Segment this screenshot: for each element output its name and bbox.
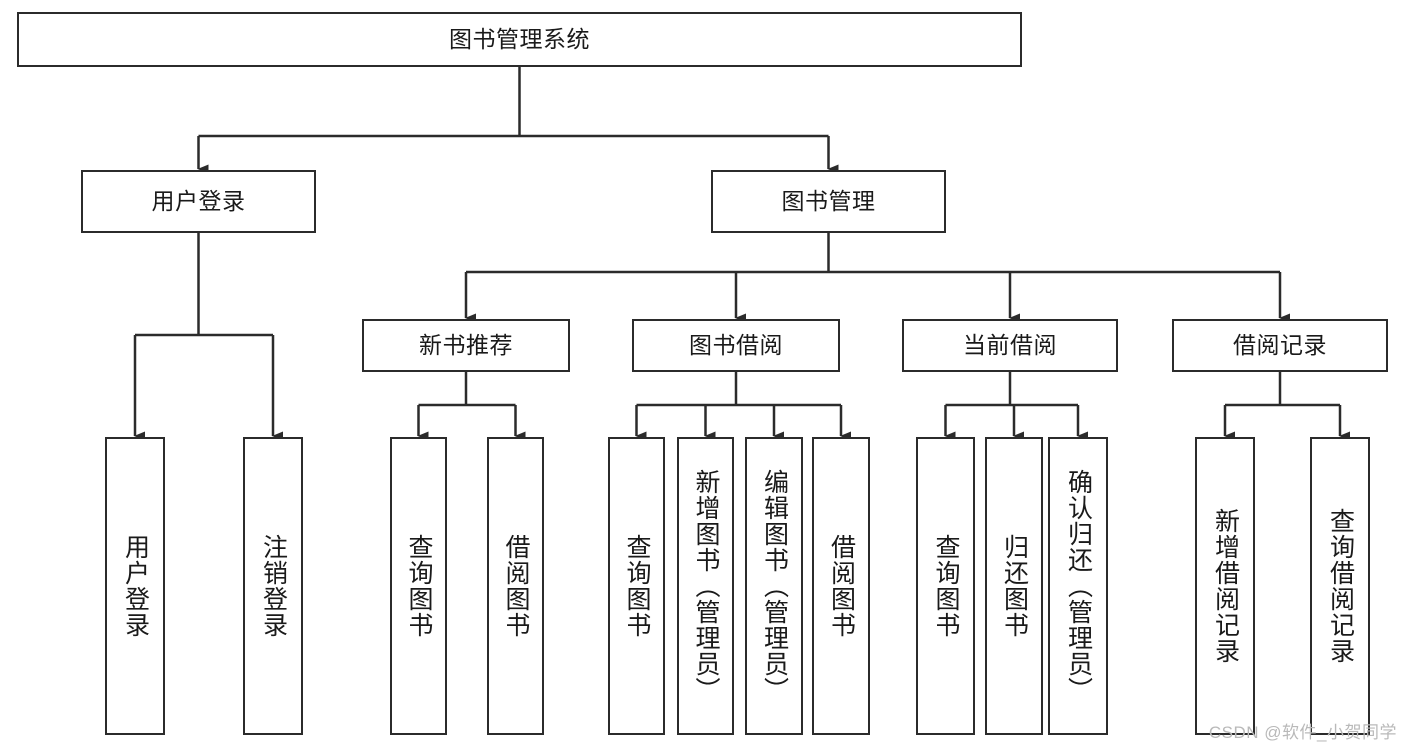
node-label: 新增借阅记录 [1211, 508, 1240, 664]
node-label: 编辑图书（管理员） [760, 469, 789, 703]
node-label: 注销登录 [259, 534, 288, 638]
node-label: 确认归还（管理员） [1064, 469, 1093, 703]
node-label: 借阅图书 [827, 534, 856, 638]
node-label: 用户登录 [121, 534, 150, 638]
node-leaf-rec-1[interactable]: 新增借阅记录 [1195, 437, 1255, 735]
node-newbook[interactable]: 新书推荐 [362, 319, 570, 372]
node-label: 当前借阅 [963, 331, 1057, 358]
node-leaf-borrow-1[interactable]: 查询图书 [608, 437, 665, 735]
node-leaf-borrow-4[interactable]: 借阅图书 [812, 437, 870, 735]
node-leaf-cur-3[interactable]: 确认归还（管理员） [1048, 437, 1108, 735]
node-label: 新书推荐 [419, 331, 513, 358]
node-leaf-cur-2[interactable]: 归还图书 [985, 437, 1043, 735]
node-label: 图书管理 [781, 187, 876, 214]
node-leaf-borrow-3[interactable]: 编辑图书（管理员） [745, 437, 803, 735]
node-label: 查询图书 [932, 534, 960, 638]
node-records[interactable]: 借阅记录 [1172, 319, 1388, 372]
node-label: 查询图书 [623, 534, 651, 638]
node-label: 图书管理系统 [449, 25, 590, 52]
node-current[interactable]: 当前借阅 [902, 319, 1118, 372]
node-bookmgmt[interactable]: 图书管理 [711, 170, 946, 233]
node-label: 查询借阅记录 [1326, 508, 1355, 664]
node-leaf-new-2[interactable]: 借阅图书 [487, 437, 544, 735]
connector-paths [133, 67, 1350, 441]
node-label: 归还图书 [1000, 534, 1029, 638]
node-label: 用户登录 [151, 187, 246, 214]
node-label: 查询图书 [405, 534, 433, 638]
node-leaf-new-1[interactable]: 查询图书 [390, 437, 447, 735]
node-leaf-borrow-2[interactable]: 新增图书（管理员） [677, 437, 734, 735]
node-label: 图书借阅 [689, 331, 783, 358]
node-leaf-login-2[interactable]: 注销登录 [243, 437, 303, 735]
node-root[interactable]: 图书管理系统 [17, 12, 1022, 67]
watermark-label: CSDN @软件_小贺同学 [1208, 723, 1397, 742]
node-label: 新增图书（管理员） [692, 469, 720, 703]
node-label: 借阅记录 [1233, 331, 1327, 358]
node-leaf-login-1[interactable]: 用户登录 [105, 437, 165, 735]
node-login[interactable]: 用户登录 [81, 170, 316, 233]
node-leaf-cur-1[interactable]: 查询图书 [916, 437, 975, 735]
node-leaf-rec-2[interactable]: 查询借阅记录 [1310, 437, 1370, 735]
node-label: 借阅图书 [502, 534, 530, 638]
node-borrow[interactable]: 图书借阅 [632, 319, 840, 372]
